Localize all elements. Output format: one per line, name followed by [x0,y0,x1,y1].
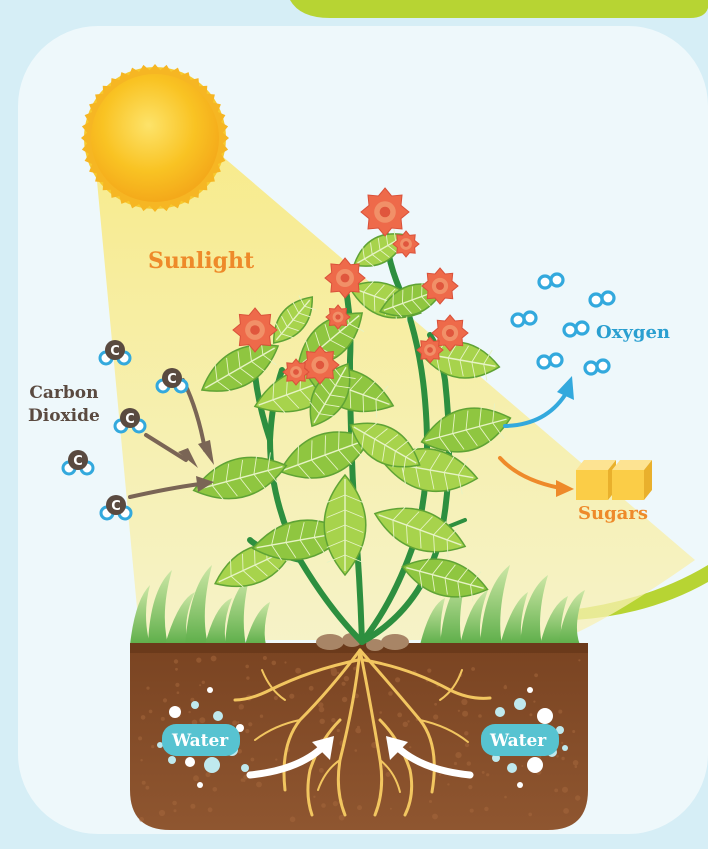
top-accent-bar [290,0,708,18]
water-label-right: Water [490,731,546,751]
carbon-letter: C [111,499,121,514]
carbon-dioxide-label-line1: Carbon [28,382,100,405]
carbon-letter: C [110,344,120,359]
carbon-dioxide-label: Carbon Dioxide [28,382,100,428]
carbon-letter: C [167,372,177,387]
sun-icon [81,64,229,212]
carbon-letter: C [125,412,135,427]
sugar-cube-icon [576,460,652,500]
carbon-letter: C [73,454,83,469]
sunlight-label: Sunlight [148,248,254,274]
sugars-label: Sugars [578,503,648,524]
water-label-left: Water [172,731,228,751]
carbon-dioxide-label-line2: Dioxide [28,405,100,428]
oxygen-label: Oxygen [596,322,670,343]
